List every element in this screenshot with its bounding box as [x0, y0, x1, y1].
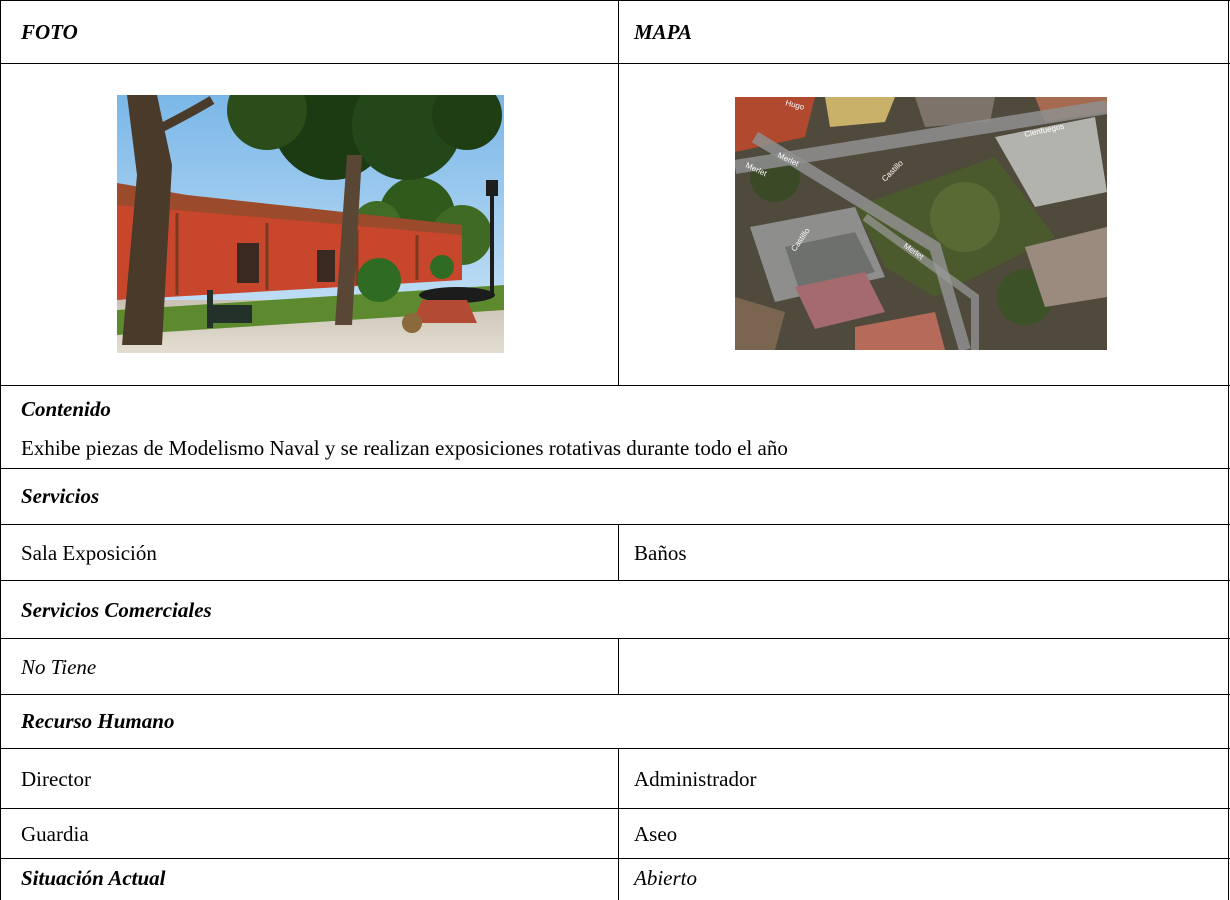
table-border-header — [0, 63, 1230, 64]
table-border-top — [0, 0, 1230, 1]
recurso-guardia: Guardia — [21, 822, 89, 846]
aerial-map: Cienfuegos Castillo Castillo Merlet Merl… — [735, 97, 1107, 350]
situacion-actual-title: Situación Actual — [21, 866, 166, 890]
foto-header: FOTO — [21, 20, 78, 44]
mapa-header: MAPA — [634, 20, 692, 44]
table-border-right — [1228, 0, 1229, 900]
table-border-servicios-items — [0, 580, 1230, 581]
table-border-recurso — [0, 748, 1230, 749]
contenido-text: Exhibe piezas de Modelismo Naval y se re… — [21, 436, 788, 460]
servicio-item-banos: Baños — [634, 541, 687, 565]
servicios-title: Servicios — [21, 484, 100, 508]
servicios-comerciales-value: No Tiene — [21, 655, 97, 679]
table-border-guardia — [0, 858, 1230, 859]
aerial-map-image: Cienfuegos Castillo Castillo Merlet Merl… — [735, 97, 1107, 350]
servicios-comerciales-title: Servicios Comerciales — [21, 598, 212, 622]
contenido-title: Contenido — [21, 397, 111, 421]
table-border-contenido — [0, 468, 1230, 469]
recurso-administrador: Administrador — [634, 767, 757, 791]
table-border-servicios — [0, 524, 1230, 525]
situacion-actual-value: Abierto — [634, 866, 697, 890]
table-border-left — [0, 0, 1, 900]
table-divider-recurso — [618, 748, 619, 900]
table-border-media — [0, 385, 1230, 386]
recurso-director: Director — [21, 767, 91, 791]
museum-photo-image — [117, 95, 504, 353]
table-divider-no-tiene — [618, 638, 619, 694]
recurso-aseo: Aseo — [634, 822, 678, 846]
table-border-comerciales — [0, 638, 1230, 639]
table-border-director — [0, 808, 1230, 809]
table-divider-media — [618, 0, 619, 385]
recurso-humano-title: Recurso Humano — [21, 709, 175, 733]
table-border-no-tiene — [0, 694, 1230, 695]
servicio-item-sala: Sala Exposición — [21, 541, 157, 565]
museum-photo — [117, 95, 504, 353]
table-divider-servicios — [618, 524, 619, 580]
